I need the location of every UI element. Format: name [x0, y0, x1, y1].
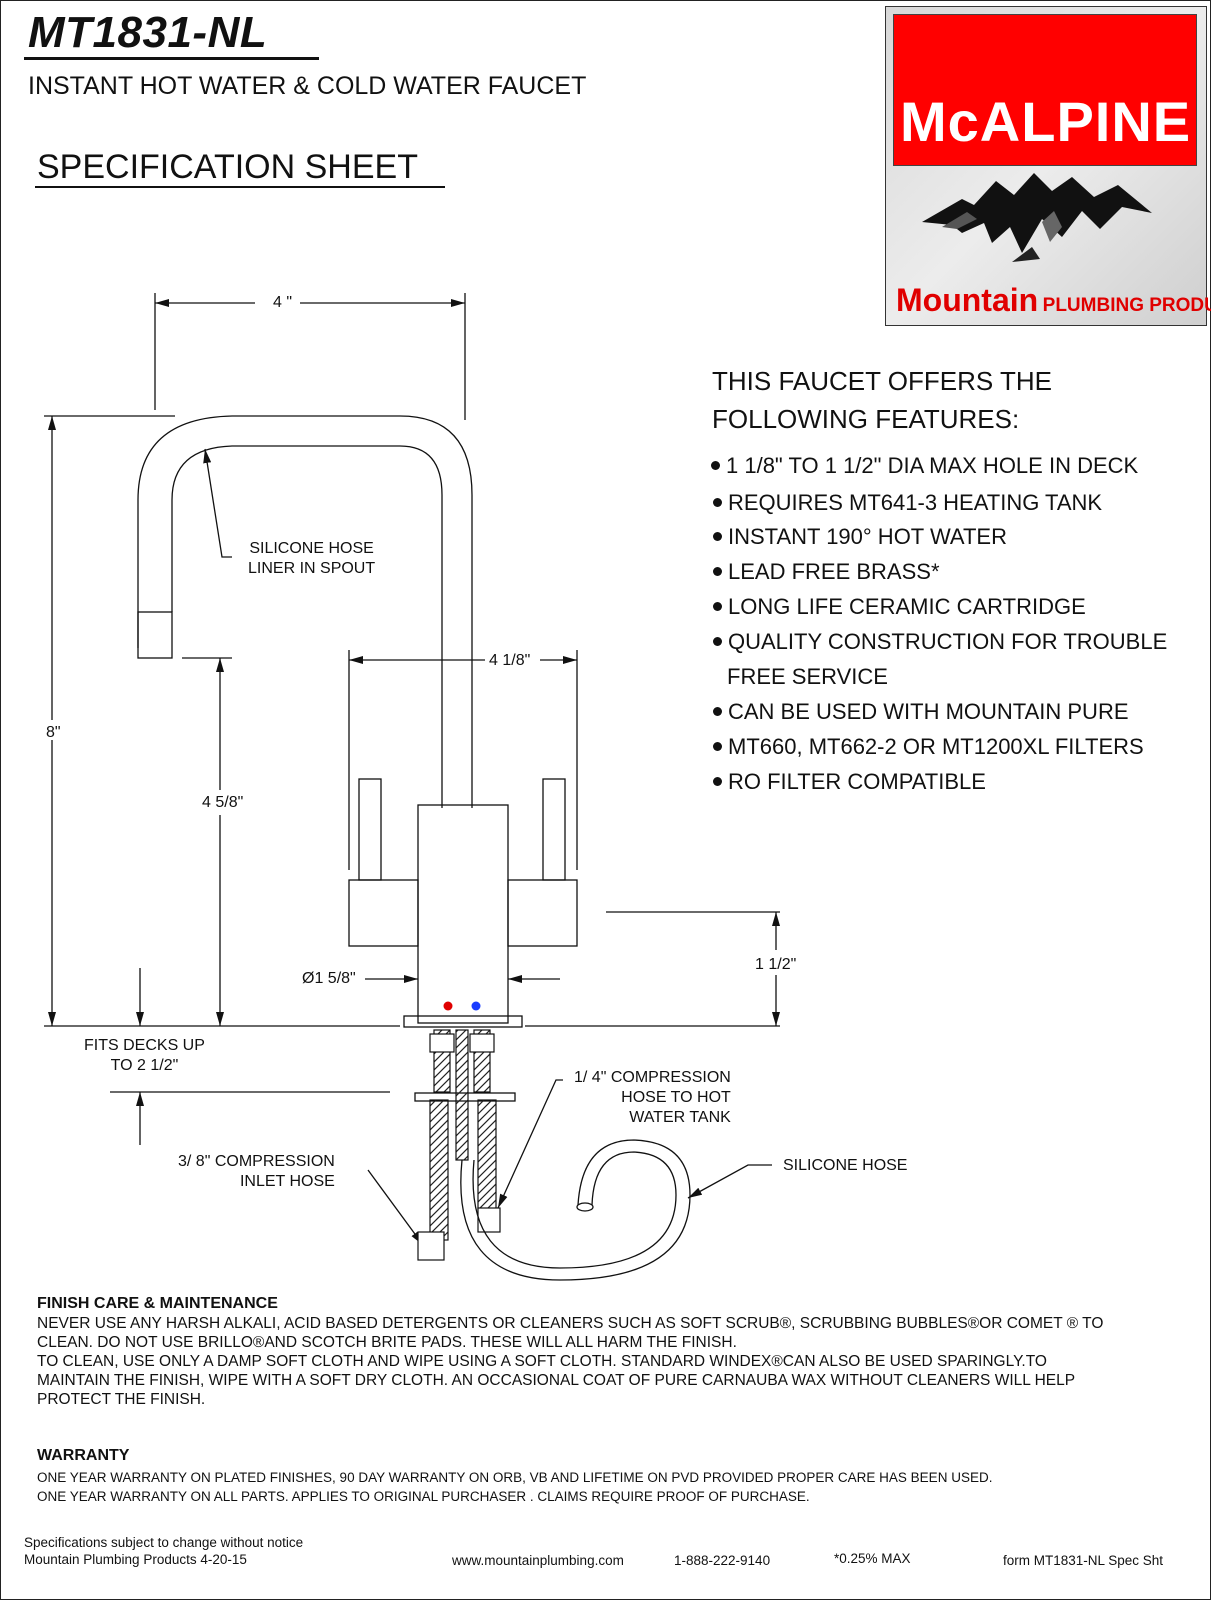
product-description: INSTANT HOT WATER & COLD WATER FAUCET	[28, 72, 587, 100]
hot-indicator-dot	[443, 1001, 453, 1011]
logo-brand-text: McALPINE	[900, 90, 1192, 153]
left-handle-base	[348, 879, 419, 947]
footer-notice: Specifications subject to change without…	[24, 1535, 304, 1550]
care-heading: FINISH CARE & MAINTENANCE	[37, 1295, 278, 1312]
title-underline	[24, 57, 319, 60]
deck-flange	[403, 1015, 523, 1028]
footer-company-date: Mountain Plumbing Products 4-20-15	[24, 1552, 247, 1567]
mcalpine-logo: McALPINE Mountain PLUMBING PRODUCTS	[885, 6, 1211, 326]
faucet-body	[417, 804, 509, 1024]
footer-website: www.mountainplumbing.com	[452, 1553, 624, 1568]
footer-phone: 1-888-222-9140	[674, 1553, 771, 1568]
document-type-heading: SPECIFICATION SHEET	[37, 148, 418, 186]
bullet-icon	[713, 741, 722, 751]
left-handle	[358, 778, 382, 881]
bullet-icon	[713, 497, 722, 507]
warranty-line: ONE YEAR WARRANTY ON PLATED FINISHES, 90…	[37, 1470, 993, 1485]
feature-item: RO FILTER COMPATIBLE	[713, 769, 986, 795]
feature-item: 1 1/8" TO 1 1/2" DIA MAX HOLE IN DECK	[711, 453, 1138, 479]
logo-red-panel	[893, 14, 1197, 166]
warranty-heading: WARRANTY	[37, 1447, 130, 1464]
feature-item: LONG LIFE CERAMIC CARTRIDGE	[713, 594, 1086, 620]
cold-indicator-dot	[471, 1001, 481, 1011]
dim-handle-height: 4 5/8"	[202, 794, 244, 811]
silicone-hose-coil	[460, 1139, 691, 1281]
logo-plumbing-text: PLUMBING PRODUCTS	[1042, 295, 1211, 316]
right-handle-base	[507, 879, 578, 947]
dim-overall-height: 8"	[46, 724, 61, 741]
note-silicone-hose: SILICONE HOSE	[783, 1157, 908, 1174]
dim-base-height: 1 1/2"	[755, 956, 797, 973]
bullet-icon	[713, 566, 722, 576]
dim-base-diameter: Ø1 5/8"	[302, 970, 356, 987]
feature-item: REQUIRES MT641-3 HEATING TANK	[713, 490, 1102, 516]
mountain-logo-icon	[922, 173, 1152, 262]
bullet-icon	[713, 531, 722, 541]
logo-mountain-text: Mountain	[896, 282, 1039, 318]
dim-spout-reach: 4 "	[273, 294, 293, 311]
spout-tip	[137, 611, 173, 659]
right-handle	[542, 778, 566, 881]
bullet-icon	[713, 776, 722, 786]
footer-lead-note: *0.25% MAX	[834, 1551, 911, 1566]
heading-underline	[35, 186, 445, 188]
bullet-icon	[713, 601, 722, 611]
features-heading-2: FOLLOWING FEATURES:	[712, 404, 1020, 434]
spout-outer	[137, 415, 473, 808]
spout-inner	[171, 445, 443, 808]
footer-form-id: form MT1831-NL Spec Sht	[1003, 1553, 1164, 1568]
feature-item-continued: FREE SERVICE	[727, 664, 888, 689]
bullet-icon	[713, 706, 722, 716]
care-line: NEVER USE ANY HARSH ALKALI, ACID BASED D…	[37, 1315, 1104, 1332]
feature-item: CAN BE USED WITH MOUNTAIN PURE	[713, 699, 1129, 725]
features-heading-1: THIS FAUCET OFFERS THE	[712, 366, 1052, 396]
care-line: PROTECT THE FINISH.	[37, 1391, 206, 1408]
logo-subtitle: Mountain PLUMBING PRODUCTS	[896, 282, 1211, 319]
dim-handle-span: 4 1/8"	[489, 652, 531, 669]
care-line: CLEAN. DO NOT USE BRILLO®AND SCOTCH BRIT…	[37, 1334, 737, 1351]
care-line: MAINTAIN THE FINISH, WIPE WITH A SOFT DR…	[37, 1372, 1076, 1389]
feature-item: INSTANT 190° HOT WATER	[713, 524, 1007, 550]
warranty-line: ONE YEAR WARRANTY ON ALL PARTS. APPLIES …	[37, 1489, 810, 1504]
model-number: MT1831-NL	[28, 8, 268, 57]
bullet-icon	[713, 636, 722, 646]
faucet-drawing	[44, 293, 780, 1281]
bullet-icon	[711, 460, 720, 470]
feature-item: LEAD FREE BRASS*	[713, 559, 940, 585]
feature-item: MT660, MT662-2 OR MT1200XL FILTERS	[713, 734, 1144, 760]
care-line: TO CLEAN, USE ONLY A DAMP SOFT CLOTH AND…	[37, 1353, 1047, 1370]
feature-item: QUALITY CONSTRUCTION FOR TROUBLE	[713, 629, 1167, 655]
